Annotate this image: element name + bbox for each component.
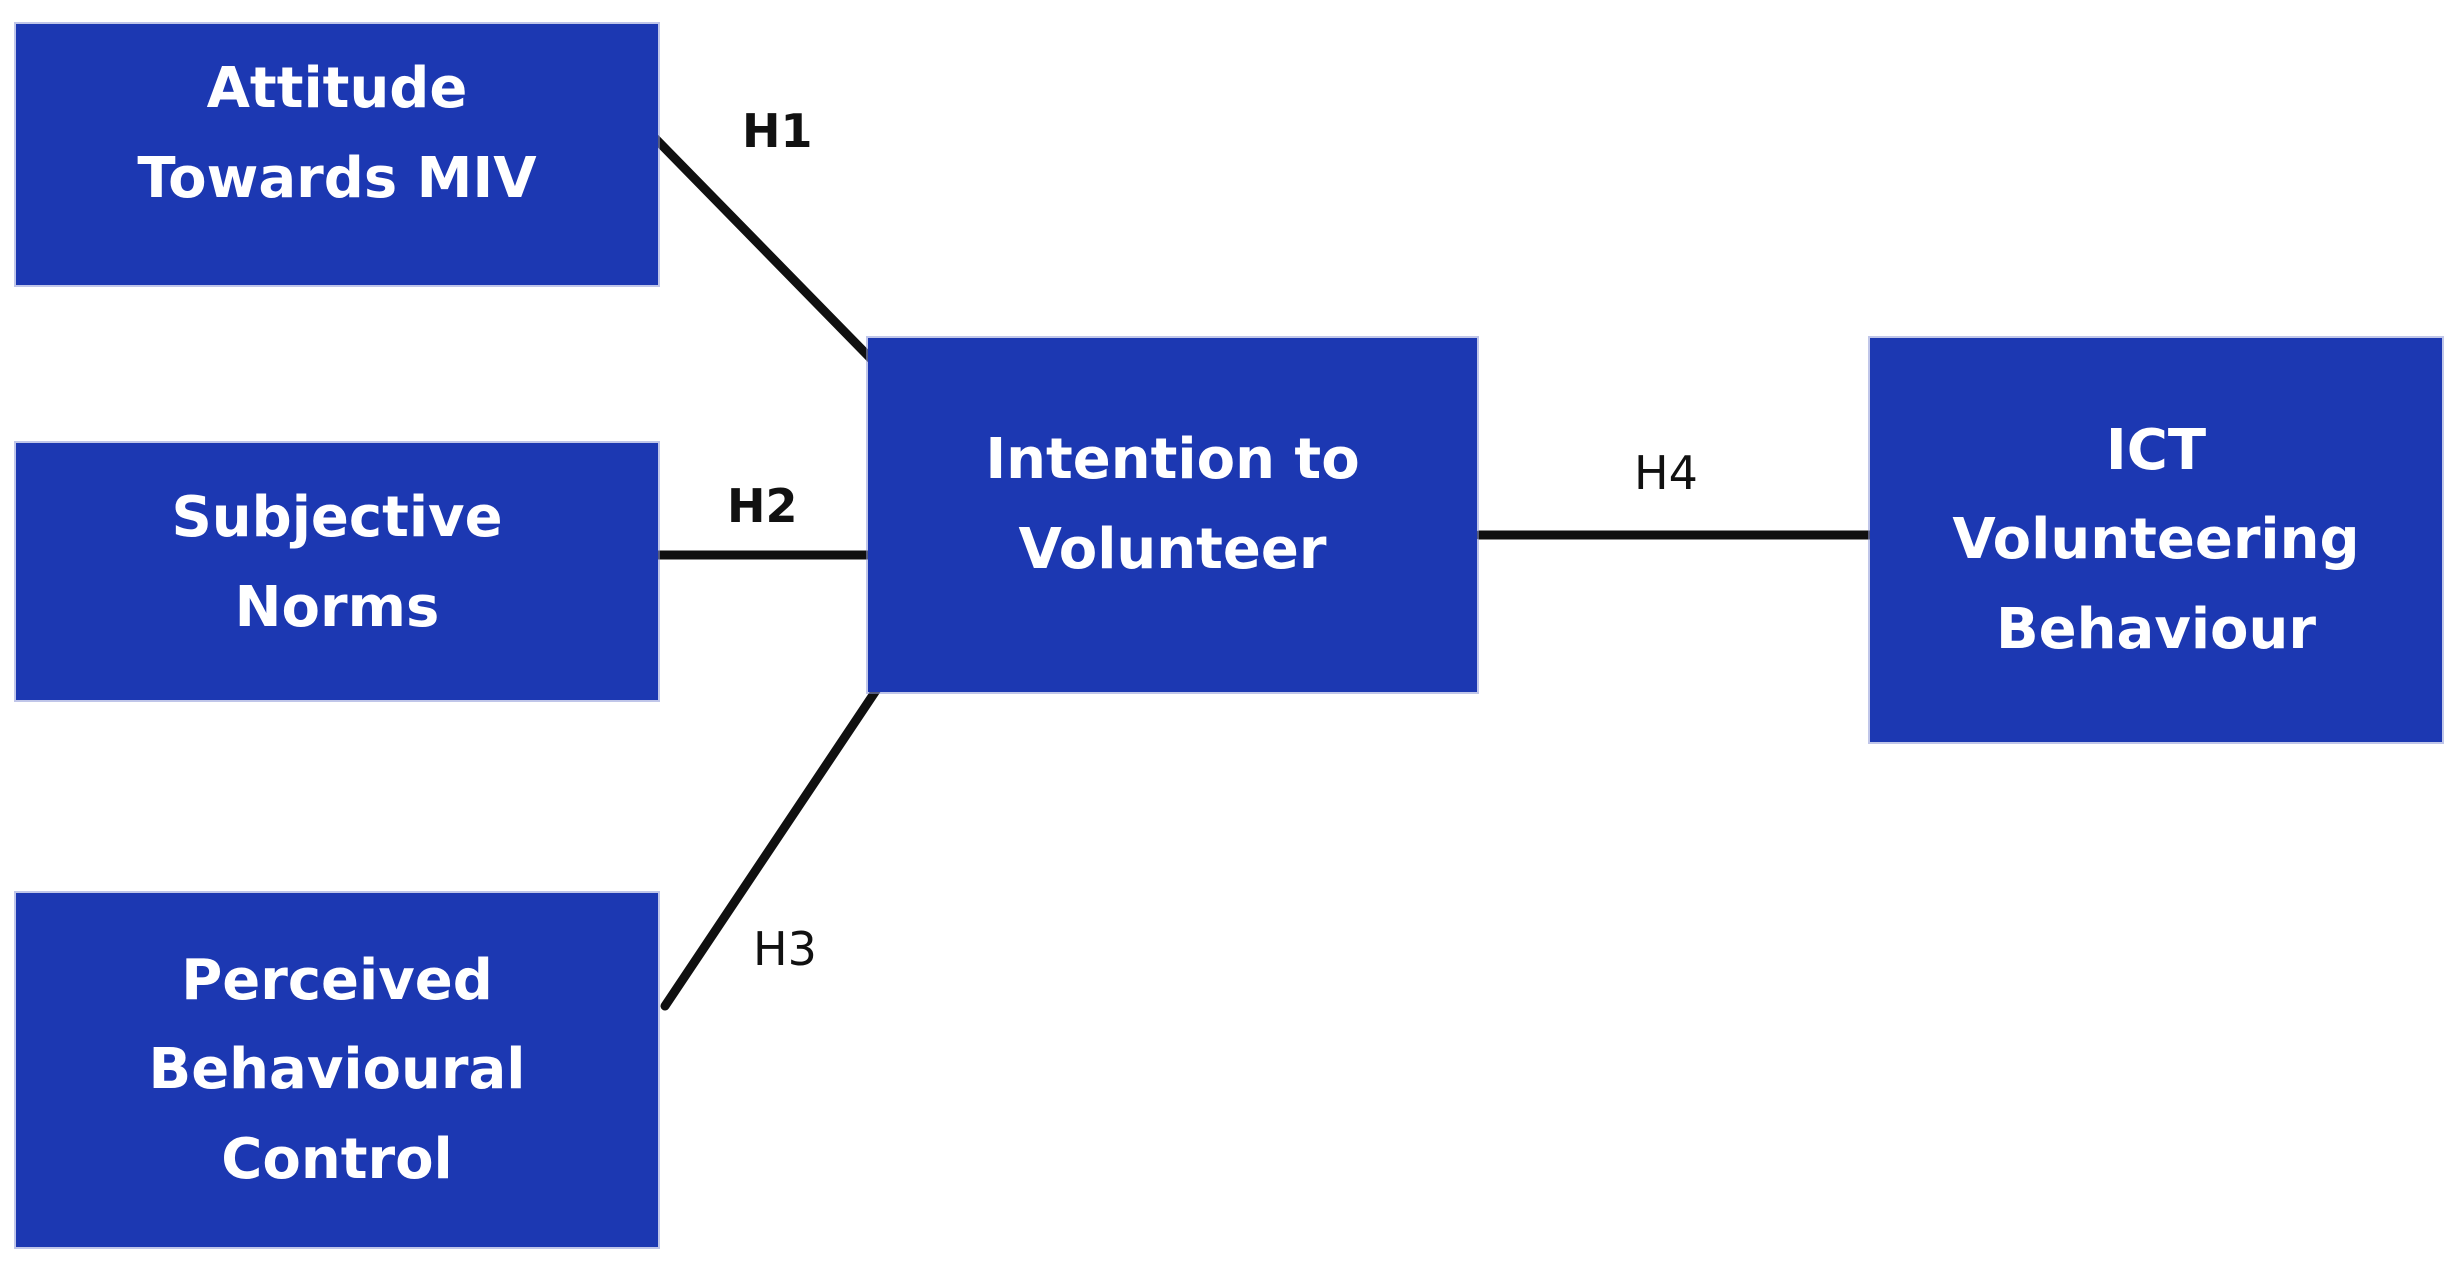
node-subjective-norms-label: Subjective Norms [171,484,503,640]
connector-h1-line [645,128,883,371]
edge-label-h4: H4 [1634,446,1698,500]
node-subjective-norms: Subjective Norms [16,443,658,700]
node-perceived-behavioural-control-label: Perceived Behavioural Control [148,947,526,1192]
edge-label-h1: H1 [742,104,813,158]
edge-label-h3: H3 [753,922,817,976]
node-ict-volunteering-behaviour-label: ICT Volunteering Behaviour [1952,417,2360,662]
node-attitude-towards-miv-label: Attitude Towards MIV [137,55,537,211]
connector-h3-line [660,684,882,1011]
node-intention-to-volunteer-label: Intention to Volunteer [985,427,1360,582]
node-intention-to-volunteer: Intention to Volunteer [868,338,1477,692]
edge-label-h2: H2 [727,479,798,533]
node-attitude-towards-miv: Attitude Towards MIV [16,24,658,285]
node-perceived-behavioural-control: Perceived Behavioural Control [16,893,658,1247]
node-ict-volunteering-behaviour: ICT Volunteering Behaviour [1870,338,2442,742]
